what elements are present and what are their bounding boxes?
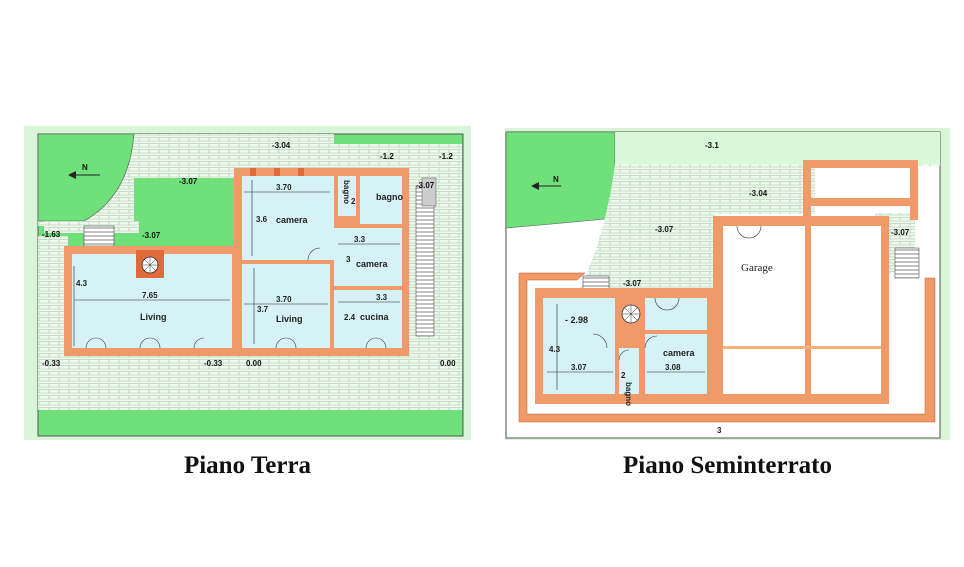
dimension-label: 7.65 [142, 291, 158, 300]
door-swings [85, 247, 387, 349]
north-label: N [82, 163, 88, 172]
curved-garden [505, 131, 616, 229]
room-bagno-2 [360, 176, 402, 224]
floor-plan-piano-terra: N -3.04 -3.07 -1.2 -1.2 -3.07 -1.63 -3.0… [24, 126, 471, 440]
room-label: Living [140, 312, 167, 322]
room-living-2 [242, 264, 330, 348]
caption-piano-seminterrato: Piano Seminterrato [623, 452, 832, 479]
room-label: bagno [376, 192, 403, 202]
building-walls [64, 168, 409, 356]
stairs-right [894, 247, 920, 279]
room-label: camera [276, 215, 309, 225]
room-label: Garage [741, 262, 773, 274]
building-walls [535, 160, 918, 404]
dimension-label: 3 [346, 255, 351, 264]
elevation-label: 0.00 [246, 359, 262, 368]
dimension-label: 4.3 [549, 345, 561, 354]
stairs-left [83, 225, 115, 247]
elevation-label: -0.33 [204, 359, 223, 368]
room-label: bagno [342, 180, 351, 204]
dimension-label: 4.3 [76, 279, 88, 288]
dimension-label: 2 [621, 371, 626, 380]
room-cucina [334, 290, 402, 348]
room-label: Living [276, 314, 303, 324]
room-label: camera [356, 259, 389, 269]
room-label: camera [663, 348, 696, 358]
floor-plan-piano-seminterrato: N -3.1 -3.04 -3.07 -3.07 -3.07 - 2.98 Ga… [505, 128, 950, 440]
dimension-label: 3.07 [571, 363, 587, 372]
room-label: bagno [624, 382, 633, 406]
elevation-label: -3.1 [705, 141, 719, 150]
dimension-label: 2.4 [344, 313, 356, 322]
dimension-label: 3.70 [276, 183, 292, 192]
elevation-label: -1.2 [380, 152, 394, 161]
dimension-label: 3 [717, 426, 722, 435]
dimension-label: 3.70 [276, 295, 292, 304]
elevation-label: -3.07 [142, 231, 161, 240]
elevation-label: -3.07 [623, 279, 642, 288]
caption-piano-terra: Piano Terra [183, 452, 312, 479]
door-swings [592, 225, 762, 361]
elevation-label: -3.07 [416, 181, 435, 190]
north-arrow-icon [531, 182, 561, 190]
elevation-label: - 2.98 [565, 315, 588, 325]
dimension-label: 3.08 [665, 363, 681, 372]
room-label: cucina [360, 312, 390, 322]
room-camera-1 [242, 176, 334, 260]
dimension-label: 3.6 [256, 215, 268, 224]
elevation-label: -1.2 [439, 152, 453, 161]
elevation-label: -3.07 [179, 177, 198, 186]
elevation-label: -3.04 [749, 189, 768, 198]
room-camera-2 [334, 228, 402, 286]
elevation-label: -3.07 [891, 228, 910, 237]
stairs-right [415, 185, 435, 337]
dimension-label: 3.7 [257, 305, 269, 314]
room-camera [645, 334, 707, 394]
elevation-label: -3.04 [272, 141, 291, 150]
room-2-98 [543, 298, 615, 348]
elevation-label: -3.07 [655, 225, 674, 234]
room-bagno [619, 348, 639, 394]
room-garage [723, 226, 805, 394]
north-arrow-icon [68, 171, 100, 179]
dimension-label: 2 [351, 197, 356, 206]
room-bagno-1 [338, 176, 356, 216]
north-label: N [553, 175, 559, 184]
dimension-label: 3.3 [376, 293, 388, 302]
dimension-label: 3.3 [354, 235, 366, 244]
elevation-label: 0.00 [440, 359, 456, 368]
elevation-label: -1.63 [42, 230, 61, 239]
elevation-label: -0.33 [42, 359, 61, 368]
